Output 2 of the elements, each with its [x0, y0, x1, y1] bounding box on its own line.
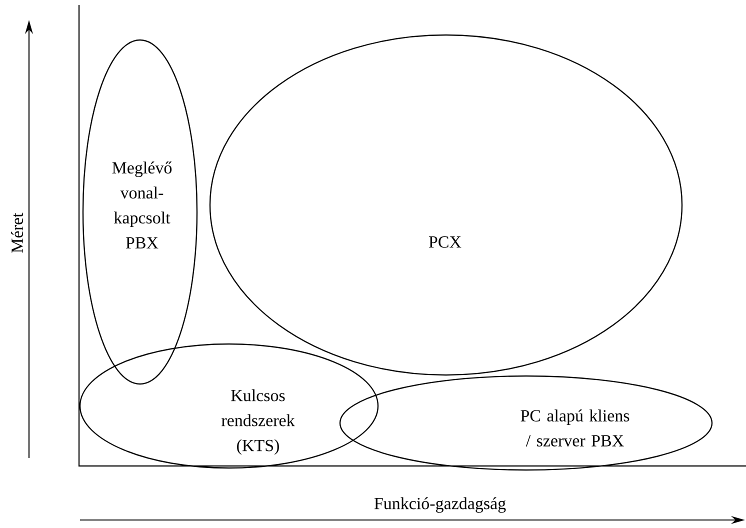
axis-label: Méret: [10, 212, 24, 254]
axis-label: Funkció-gazdagság: [372, 496, 508, 514]
